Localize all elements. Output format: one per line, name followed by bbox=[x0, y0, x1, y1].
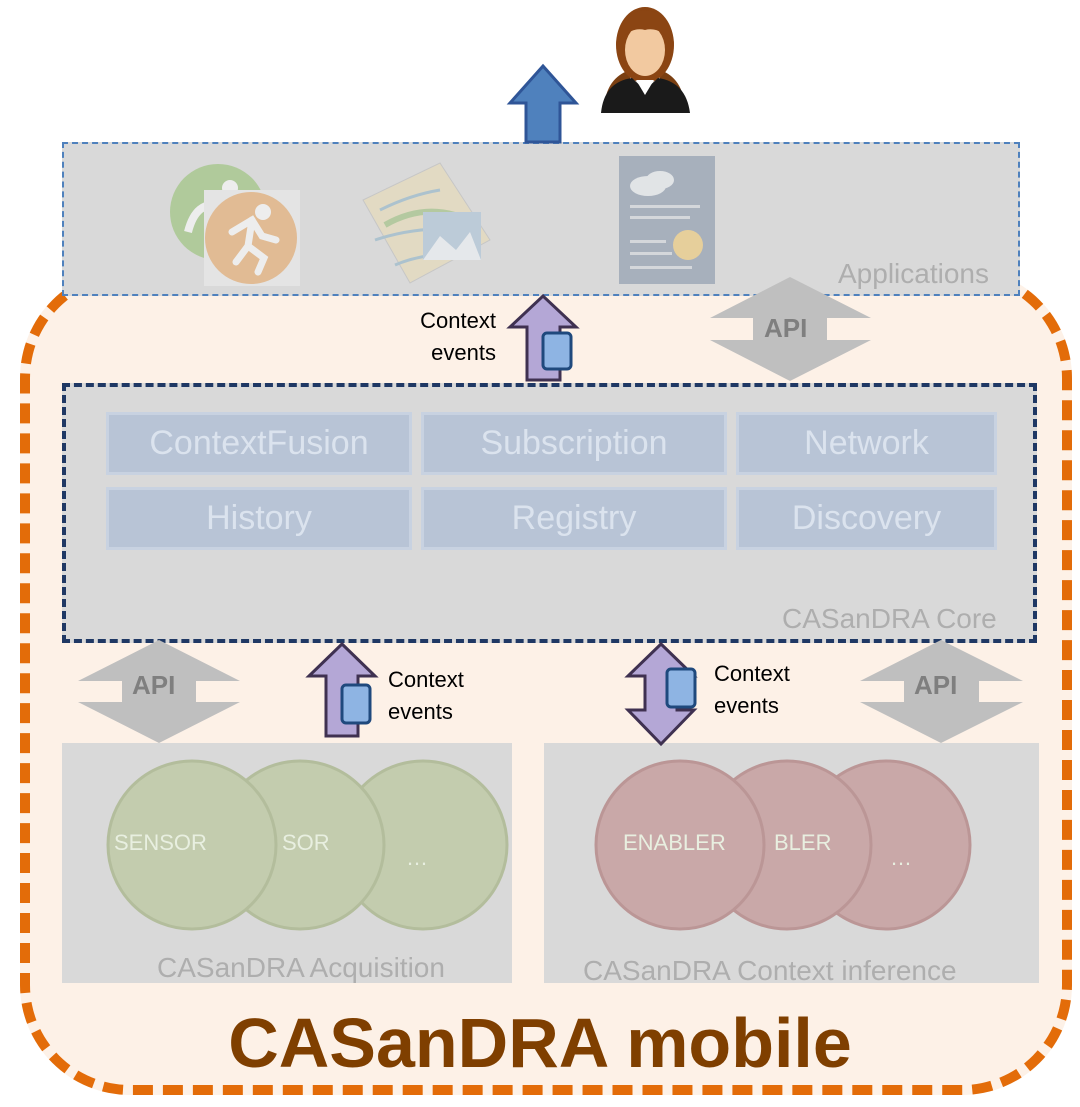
enabler-circle-1 bbox=[594, 759, 766, 931]
enabler-circle-2-label: BLER bbox=[774, 830, 832, 855]
context-events-left-line1: Context bbox=[388, 667, 464, 692]
fitness-app-icon bbox=[170, 164, 300, 286]
weather-app-icon bbox=[619, 156, 715, 284]
context-events-right: Context events bbox=[714, 658, 790, 722]
module-subscription: Subscription bbox=[421, 412, 727, 475]
map-app-icon bbox=[362, 162, 491, 284]
enabler-circle-1-label: ENABLER bbox=[623, 830, 726, 855]
module-history: History bbox=[106, 487, 412, 550]
context-events-top-line2: events bbox=[431, 340, 496, 365]
mobile-device-icon bbox=[541, 331, 573, 371]
api-label-left: API bbox=[132, 670, 176, 700]
sensor-circle-1-label: SENSOR bbox=[114, 830, 207, 855]
context-events-left: Context events bbox=[388, 664, 464, 728]
context-events-left-line2: events bbox=[388, 699, 453, 724]
module-contextfusion: ContextFusion bbox=[106, 412, 412, 475]
inference-label: CASanDRA Context inference bbox=[583, 955, 957, 986]
context-events-right-line2: events bbox=[714, 693, 779, 718]
api-arrow-right bbox=[860, 640, 1023, 743]
api-arrow-left bbox=[78, 640, 240, 743]
mobile-device-icon bbox=[340, 683, 372, 725]
acquisition-label: CASanDRA Acquisition bbox=[157, 952, 445, 983]
sensor-circle-3-label: … bbox=[406, 845, 428, 870]
casandra-mobile-title: CASanDRA mobile bbox=[228, 1004, 852, 1082]
api-label-top: API bbox=[764, 313, 808, 343]
context-events-right-line1: Context bbox=[714, 661, 790, 686]
context-events-top-line1: Context bbox=[420, 308, 496, 333]
applications-label: Applications bbox=[838, 258, 989, 289]
api-label-right: API bbox=[914, 670, 958, 700]
person-avatar-icon bbox=[601, 7, 690, 113]
module-registry: Registry bbox=[421, 487, 727, 550]
module-network: Network bbox=[736, 412, 997, 475]
user-up-arrow bbox=[506, 63, 580, 144]
context-events-top: Context events bbox=[400, 305, 496, 369]
api-arrow-top bbox=[710, 277, 871, 381]
core-label: CASanDRA Core bbox=[782, 603, 997, 634]
sensor-circle-1 bbox=[106, 759, 278, 931]
enabler-circle-3-label: … bbox=[890, 845, 912, 870]
mobile-device-icon bbox=[665, 667, 697, 709]
module-discovery: Discovery bbox=[736, 487, 997, 550]
sensor-circle-2-label: SOR bbox=[282, 830, 330, 855]
